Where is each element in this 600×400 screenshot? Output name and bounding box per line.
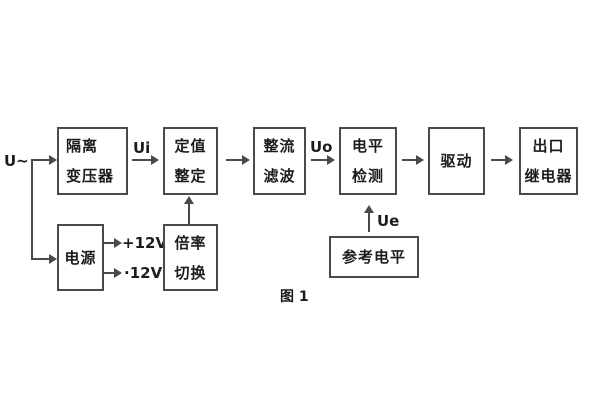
block-isolation-transformer: 隔离 变压器 — [57, 127, 128, 195]
arrowhead-power-negative-rail — [114, 268, 122, 278]
block-output-relay: 出口 继电器 — [519, 127, 578, 195]
block-rectify-filter-line1: 整流 — [263, 137, 296, 155]
block-power-supply-label: 电源 — [64, 248, 97, 267]
line-power-positive-rail — [104, 242, 114, 244]
line-transformer-to-value-setting — [132, 159, 151, 161]
block-reference-level-label: 参考电平 — [341, 248, 406, 266]
block-level-detect-line2: 检测 — [351, 167, 384, 185]
line-input-bottom — [32, 258, 49, 260]
line-ratio-switch-to-value-setting — [188, 203, 190, 224]
positive-rail-label: +12V — [122, 234, 168, 252]
line-power-negative-rail — [104, 272, 114, 274]
line-value-setting-to-rectify — [226, 159, 242, 161]
negative-rail-label: ·12V — [124, 264, 163, 282]
ue-signal-label: Ue — [377, 212, 400, 230]
line-input-top — [32, 159, 49, 161]
block-driver: 驱动 — [428, 127, 485, 195]
block-ratio-switch-line2: 切换 — [174, 263, 207, 282]
line-reference-to-level-detect — [368, 212, 370, 232]
ui-signal-label: Ui — [133, 139, 151, 157]
block-rectify-filter: 整流 滤波 — [253, 127, 306, 195]
block-driver-label: 驱动 — [440, 152, 473, 170]
block-value-setting-line1: 定值 — [174, 137, 207, 155]
line-input-branch — [31, 159, 33, 260]
block-level-detect: 电平 检测 — [339, 127, 397, 195]
uo-signal-label: Uo — [310, 138, 333, 156]
arrowhead-value-setting-to-rectify — [242, 155, 250, 165]
arrowhead-driver-to-output-relay — [505, 155, 513, 165]
block-ratio-switch-line1: 倍率 — [174, 233, 207, 252]
block-output-relay-line1: 出口 — [532, 137, 565, 155]
figure-caption: 图 1 — [280, 289, 309, 305]
block-output-relay-line2: 继电器 — [524, 167, 573, 185]
block-level-detect-line1: 电平 — [351, 137, 384, 155]
block-isolation-transformer-line1: 隔离 — [66, 137, 99, 155]
block-rectify-filter-line2: 滤波 — [263, 167, 296, 185]
arrowhead-power-positive-rail — [114, 238, 122, 248]
arrowhead-level-detect-to-driver — [416, 155, 424, 165]
block-value-setting-line2: 整定 — [174, 167, 207, 185]
line-driver-to-output-relay — [491, 159, 505, 161]
block-reference-level: 参考电平 — [329, 236, 419, 278]
line-rectify-to-level-detect — [311, 159, 327, 161]
input-signal-label: U~ — [4, 152, 29, 170]
line-level-detect-to-driver — [402, 159, 416, 161]
arrowhead-input-to-power-supply — [49, 254, 57, 264]
arrowhead-rectify-to-level-detect — [327, 155, 335, 165]
arrowhead-transformer-to-value-setting — [151, 155, 159, 165]
arrowhead-reference-to-level-detect — [364, 205, 374, 213]
block-power-supply: 电源 — [57, 224, 104, 291]
arrowhead-input-to-isolation-transformer — [49, 155, 57, 165]
block-ratio-switch: 倍率 切换 — [163, 224, 218, 291]
block-value-setting: 定值 整定 — [163, 127, 218, 195]
block-isolation-transformer-line2: 变压器 — [66, 167, 115, 185]
arrowhead-ratio-switch-to-value-setting — [184, 196, 194, 204]
